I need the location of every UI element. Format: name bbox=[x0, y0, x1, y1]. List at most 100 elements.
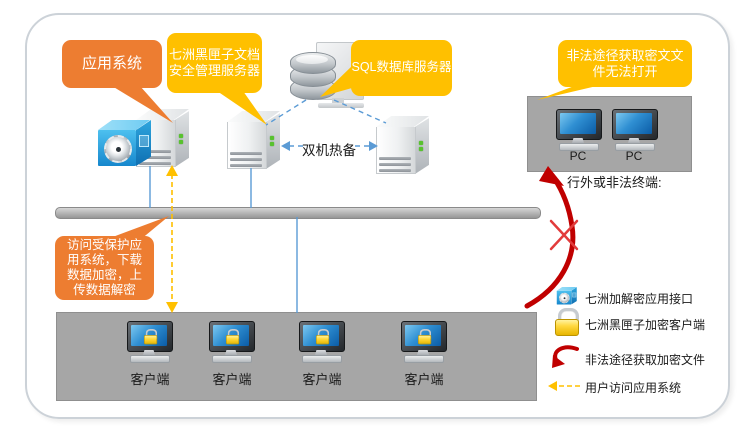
monitor-screen bbox=[303, 325, 339, 346]
callout-app-system: 应用系统 bbox=[62, 40, 162, 88]
callout-text: 用系统，下载 bbox=[66, 253, 142, 267]
lock-shackle bbox=[227, 329, 240, 339]
monitor-screen bbox=[616, 113, 652, 134]
callout-sql-server: SQL数据库服务器 bbox=[351, 40, 452, 96]
client-label: 客户端 bbox=[130, 372, 170, 387]
lock-shackle bbox=[419, 329, 432, 339]
server-vent bbox=[230, 152, 262, 155]
legend-red-curve bbox=[553, 345, 579, 362]
monitor-frame bbox=[209, 321, 255, 352]
client-computer-icon bbox=[209, 321, 255, 363]
server-led bbox=[419, 141, 423, 145]
callout-text: 七洲黑匣子文档 bbox=[168, 47, 260, 63]
lock-icon bbox=[316, 329, 330, 345]
legend-yellow-dashed-arrow-icon bbox=[548, 381, 580, 391]
lock-icon bbox=[144, 329, 158, 345]
hot-standby-label: 双机热备 bbox=[302, 143, 356, 158]
encryption-safe-icon bbox=[96, 120, 152, 166]
legend-label-access: 用户访问应用系统 bbox=[585, 381, 682, 395]
callout-text: 数据加密，上 bbox=[66, 268, 142, 282]
mgmt-server-icon bbox=[225, 110, 281, 172]
callout-text: 访问受保护应 bbox=[66, 238, 142, 252]
db-server-base bbox=[318, 103, 364, 108]
external-terminal-label: 行外或非法终端: bbox=[567, 175, 662, 190]
client-label: 客户端 bbox=[212, 372, 252, 387]
callout-text: 应用系统 bbox=[81, 54, 142, 72]
lock-body bbox=[316, 335, 330, 345]
lock-shackle bbox=[317, 329, 330, 339]
monitor-frame bbox=[127, 321, 173, 352]
server-vent bbox=[230, 164, 262, 167]
server-side-face bbox=[415, 118, 429, 174]
server-led bbox=[270, 136, 274, 140]
server-led bbox=[270, 142, 274, 146]
lock-body bbox=[418, 335, 432, 345]
client-computer-icon bbox=[299, 321, 345, 363]
server-vent bbox=[139, 162, 171, 165]
safe-dial-center bbox=[116, 147, 121, 152]
legend-label-client: 七洲黑匣子加密客户端 bbox=[585, 318, 706, 332]
lock-icon bbox=[418, 329, 432, 345]
monitor-stand bbox=[417, 350, 429, 355]
safe-window bbox=[139, 135, 149, 147]
client-computer-icon bbox=[127, 321, 173, 363]
database-disc bbox=[290, 52, 336, 74]
monitor-stand bbox=[143, 350, 155, 355]
callout-text: SQL数据库服务器 bbox=[351, 60, 452, 75]
safe-dial bbox=[559, 292, 570, 304]
monitor-screen bbox=[405, 325, 441, 346]
monitor-frame bbox=[556, 109, 602, 140]
external-pc-icon bbox=[612, 109, 658, 151]
server-vent bbox=[139, 150, 171, 153]
safe-side-face bbox=[136, 120, 151, 166]
lock-shackle bbox=[145, 329, 158, 339]
callout-text: 传数据解密 bbox=[73, 283, 136, 297]
server-side-face bbox=[175, 111, 189, 167]
server-top-face bbox=[376, 115, 429, 127]
server-front-face bbox=[376, 127, 416, 174]
monitor-stand bbox=[315, 350, 327, 355]
client-computer-icon bbox=[401, 321, 447, 363]
database-cylinders bbox=[290, 52, 336, 102]
legend-dashed-arrowhead bbox=[548, 381, 557, 391]
legend-safe-icon bbox=[556, 287, 577, 305]
monitor-screen bbox=[213, 325, 249, 346]
monitor-frame bbox=[299, 321, 345, 352]
pc-label: PC bbox=[569, 149, 587, 163]
server-vent bbox=[379, 169, 411, 172]
monitor-screen bbox=[131, 325, 167, 346]
lock-body bbox=[555, 319, 579, 336]
lock-body bbox=[144, 335, 158, 345]
keyboard-icon bbox=[212, 355, 252, 363]
lock-shackle bbox=[558, 308, 579, 326]
external-terminal-zone bbox=[527, 96, 692, 172]
keyboard-icon bbox=[130, 355, 170, 363]
keyboard-icon bbox=[404, 355, 444, 363]
monitor-stand bbox=[572, 138, 584, 143]
screen-lock-icon bbox=[144, 329, 158, 345]
callout-illegal-file: 非法途径获取密文文 件无法打开 bbox=[558, 40, 692, 87]
diagram-border bbox=[25, 13, 730, 419]
server-side-face bbox=[266, 113, 280, 169]
legend-red-curved-arrow-icon bbox=[552, 345, 579, 368]
screen-lock-icon bbox=[418, 329, 432, 345]
legend-label-illegal: 非法途径获取加密文件 bbox=[585, 353, 706, 367]
keyboard-icon bbox=[302, 355, 342, 363]
server-vent bbox=[230, 158, 262, 161]
monitor-frame bbox=[401, 321, 447, 352]
server-vent bbox=[139, 156, 171, 159]
callout-text: 件无法打开 bbox=[592, 63, 658, 79]
server-vent bbox=[379, 163, 411, 166]
safe-dial bbox=[104, 135, 132, 163]
server-led bbox=[419, 147, 423, 151]
keyboard-icon bbox=[615, 143, 655, 151]
keyboard-icon bbox=[559, 143, 599, 151]
callout-text: 安全管理服务器 bbox=[168, 63, 260, 78]
screen-lock-icon bbox=[226, 329, 240, 345]
server-led bbox=[179, 134, 183, 138]
lock-body bbox=[226, 335, 240, 345]
legend-lock-icon bbox=[555, 308, 579, 336]
network-bus bbox=[55, 207, 541, 219]
legend-red-arrowhead bbox=[552, 355, 565, 368]
lock-icon bbox=[226, 329, 240, 345]
